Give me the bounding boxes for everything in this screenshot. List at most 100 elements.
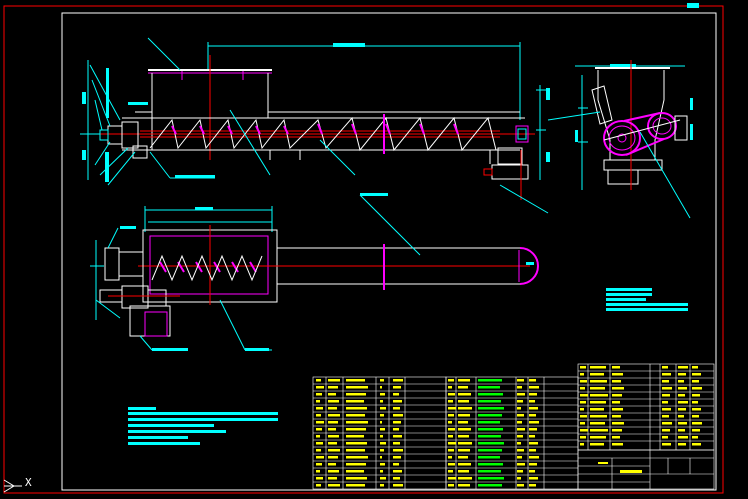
table-cell-mark (458, 428, 471, 431)
table-cell-mark (529, 435, 535, 438)
table-cell-mark (316, 442, 323, 445)
table-cell-mark (393, 470, 402, 473)
front-elevation-annotations (80, 37, 550, 214)
table-cell-mark (662, 394, 670, 397)
table-cell-mark (517, 379, 524, 382)
table-cell-mark (458, 456, 468, 459)
table-cell-mark (328, 386, 338, 389)
table-cell-mark (517, 463, 525, 466)
table-cell-mark (612, 422, 624, 425)
side-elevation-view (547, 3, 699, 219)
table-cell-mark (393, 407, 400, 410)
table-cell-mark (678, 429, 685, 432)
table-cell-mark (678, 366, 688, 369)
table-cell-mark (346, 477, 367, 480)
table-cell-mark (328, 407, 337, 410)
table-cell-mark (478, 449, 502, 452)
table-cell-mark (678, 401, 688, 404)
table-cell-mark (380, 463, 385, 466)
table-cell-mark (662, 429, 670, 432)
table-cell-mark (612, 408, 623, 411)
table-cell-mark (328, 484, 340, 487)
table-cell-mark (529, 463, 537, 466)
table-cell-mark (662, 415, 669, 418)
table-cell-mark (458, 414, 470, 417)
table-cell-mark (316, 449, 321, 452)
table-cell-mark (316, 421, 324, 424)
table-cell-mark (612, 443, 623, 446)
table-cell-mark (393, 379, 403, 382)
table-cell-mark (458, 477, 472, 480)
table-cell-mark (517, 456, 522, 459)
table-cell-mark (529, 379, 536, 382)
table-cell-mark (662, 366, 668, 369)
table-cell-mark (692, 422, 702, 425)
table-cell-mark (529, 421, 539, 424)
table-cell-mark (590, 429, 608, 432)
table-cell-mark (328, 463, 336, 466)
front-elevation-view (99, 42, 535, 200)
table-cell-mark (346, 428, 366, 431)
sheet-border (3, 5, 724, 494)
table-cell-mark (590, 415, 607, 418)
table-cell-mark (517, 393, 525, 396)
table-cell-mark (393, 435, 402, 438)
table-cell-mark (590, 394, 608, 397)
table-cell-mark (678, 387, 687, 390)
table-cell-mark (458, 379, 470, 382)
table-cell-mark (316, 470, 320, 473)
table-cell-mark (590, 366, 606, 369)
table-cell-mark (393, 442, 400, 445)
table-cell-mark (517, 421, 522, 424)
table-cell-mark (448, 379, 454, 382)
table-cell-mark (458, 393, 471, 396)
table-cell-mark (380, 400, 383, 403)
table-cell-mark (328, 456, 338, 459)
table-cell-mark (662, 443, 671, 446)
table-cell-mark (328, 421, 338, 424)
table-cell-mark (590, 422, 605, 425)
table-cell-mark (612, 401, 620, 404)
table-cell-mark (580, 429, 588, 432)
table-cell-mark (316, 414, 321, 417)
table-cell-mark (478, 414, 502, 417)
parts-list-left (312, 376, 447, 490)
table-cell-mark (380, 477, 386, 480)
table-cell-mark (346, 463, 366, 466)
table-cell-mark (478, 393, 503, 396)
table-cell-mark (692, 415, 699, 418)
table-cell-mark (517, 449, 524, 452)
table-cell-mark (458, 470, 469, 473)
table-cell-mark (346, 400, 364, 403)
table-cell-mark (692, 429, 700, 432)
table-cell-mark (478, 386, 500, 389)
table-cell-mark (393, 414, 403, 417)
table-cell-mark (692, 366, 698, 369)
table-cell-mark (346, 470, 364, 473)
table-cell-mark (478, 484, 502, 487)
table-cell-mark (662, 380, 669, 383)
table-cell-mark (458, 484, 470, 487)
table-cell-mark (448, 421, 452, 424)
table-cell-mark (380, 379, 384, 382)
table-cell-mark (346, 456, 368, 459)
table-cell-mark (590, 436, 606, 439)
table-cell-mark (692, 394, 700, 397)
table-cell-mark (580, 366, 586, 369)
table-cell-mark (316, 379, 321, 382)
table-cell-mark (328, 435, 339, 438)
table-cell-mark (393, 386, 401, 389)
table-cell-mark (662, 408, 671, 411)
table-cell-mark (346, 414, 365, 417)
screw-flight (149, 116, 497, 152)
table-cell-mark (580, 387, 585, 390)
table-cell-mark (448, 386, 452, 389)
table-cell-mark (678, 408, 686, 411)
table-cell-mark (612, 415, 621, 418)
table-cell-mark (448, 435, 453, 438)
table-cell-mark (678, 436, 688, 439)
table-cell-mark (517, 400, 523, 403)
table-cell-mark (380, 484, 384, 487)
table-cell-mark (316, 435, 320, 438)
table-cell-mark (478, 407, 504, 410)
